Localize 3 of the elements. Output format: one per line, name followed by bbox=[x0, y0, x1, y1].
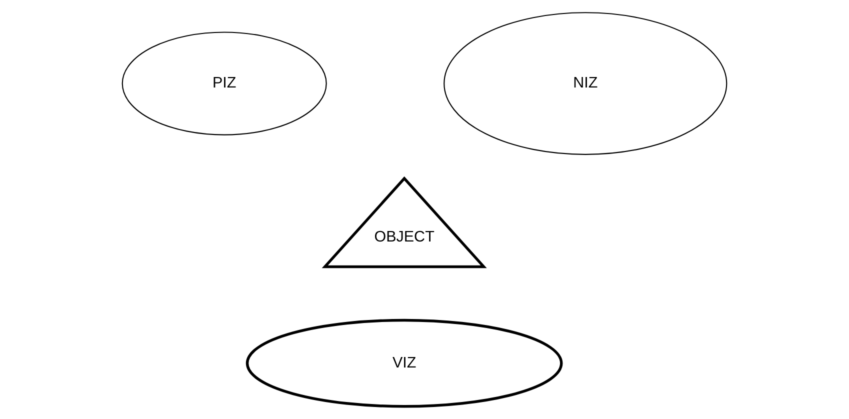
node-ellipse: PIZ bbox=[122, 32, 327, 136]
node-ellipse: VIZ bbox=[246, 318, 563, 408]
node-ellipse: NIZ bbox=[444, 12, 728, 155]
